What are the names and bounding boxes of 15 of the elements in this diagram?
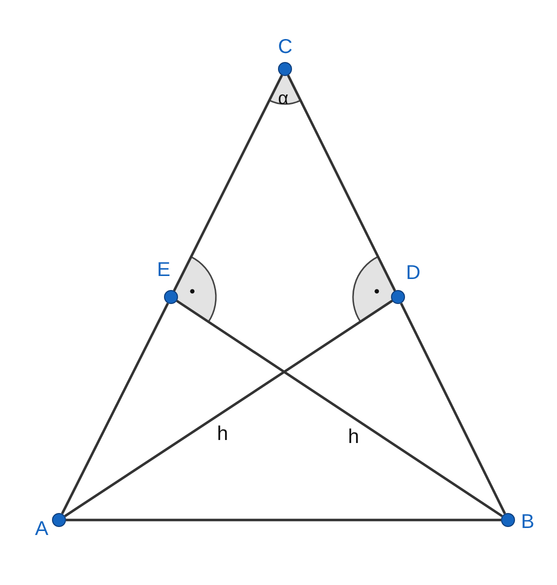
point-label: B	[521, 512, 534, 532]
angle-label: α	[278, 88, 288, 108]
point-label: E	[157, 260, 170, 280]
line-segment	[64, 300, 393, 518]
point-label: C	[278, 37, 292, 57]
edge-label: h	[348, 427, 360, 447]
point-label: A	[35, 519, 48, 539]
line-segment	[176, 300, 503, 518]
line-segment	[400, 302, 506, 514]
point-label: D	[406, 263, 420, 283]
line-segment	[173, 74, 283, 292]
line-segment	[61, 302, 169, 514]
line-segment	[66, 518, 501, 522]
line-segment	[286, 74, 396, 292]
edge-label: h	[217, 424, 228, 444]
